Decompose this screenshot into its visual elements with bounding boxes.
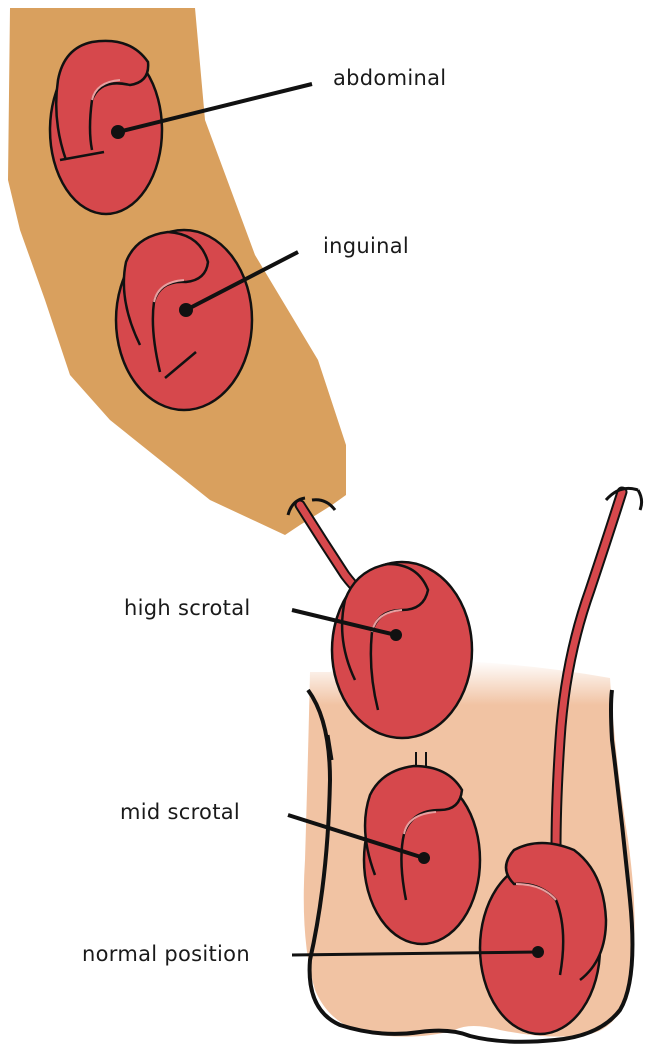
testis-abdominal bbox=[50, 41, 162, 214]
label-mid-scrotal: mid scrotal bbox=[120, 800, 240, 824]
testis-inguinal bbox=[116, 230, 252, 410]
label-high-scrotal: high scrotal bbox=[124, 596, 251, 620]
label-normal-position: normal position bbox=[82, 942, 250, 966]
label-inguinal: inguinal bbox=[323, 234, 409, 258]
testis-high-scrotal bbox=[332, 562, 472, 738]
label-abdominal: abdominal bbox=[333, 66, 446, 90]
